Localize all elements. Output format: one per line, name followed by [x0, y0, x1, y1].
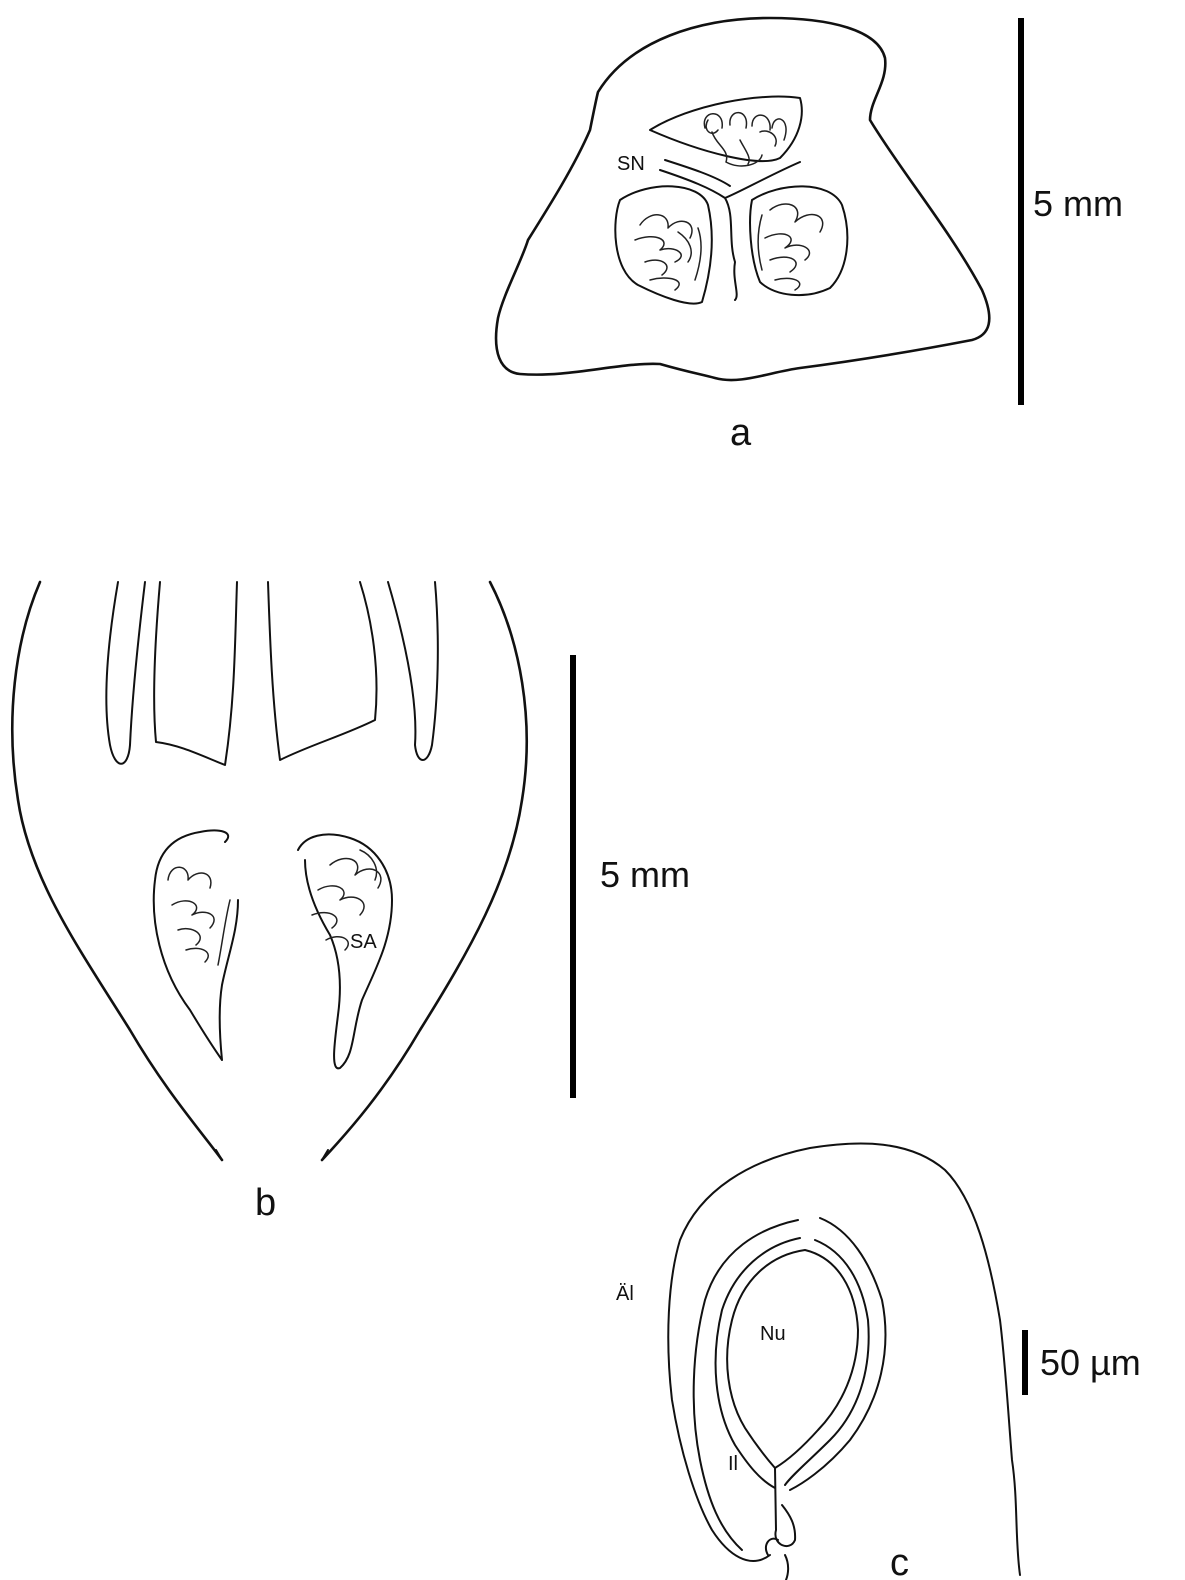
panel-b-outer-left	[12, 582, 222, 1160]
panel-b-outer-right	[322, 582, 527, 1160]
panel-c-funiculus	[766, 1539, 788, 1580]
panel-b-lobe-3	[268, 582, 377, 760]
panel-a-left-ovules	[635, 215, 701, 290]
panel-a-outline	[496, 18, 989, 380]
panel-c-inner-integument-right	[785, 1240, 869, 1485]
panel-a-sn-line	[665, 160, 730, 186]
panel-c: Äl Nu Il 50 µm c	[616, 1143, 1141, 1580]
panel-b-lobe-1	[106, 582, 145, 764]
panel-a-scale-label: 5 mm	[1033, 183, 1123, 224]
panel-c-annotation-il: Il	[728, 1453, 738, 1475]
panel-a-label: a	[730, 412, 752, 454]
panel-a-top-ovules	[704, 113, 786, 166]
panel-a-right-ovules	[758, 204, 822, 290]
panel-c-scale-label: 50 µm	[1040, 1342, 1141, 1383]
panel-b-lobe-2	[154, 582, 237, 765]
panel-c-annotation-nu: Nu	[760, 1323, 786, 1345]
panel-c-inner-integument	[716, 1238, 800, 1488]
panel-b-right-chamber	[298, 834, 392, 1068]
panel-c-label: c	[890, 1542, 909, 1580]
panel-b-scale-label: 5 mm	[600, 854, 690, 895]
panel-a-top-locule	[650, 97, 802, 161]
panel-c-nucellus	[727, 1250, 858, 1468]
panel-c-annotation-al: Äl	[616, 1283, 634, 1305]
panel-b: SA 5 mm b	[12, 582, 690, 1224]
panel-b-label: b	[255, 1182, 276, 1224]
panel-a-annotation-sn: SN	[617, 153, 645, 175]
panel-b-left-ovules	[168, 867, 230, 965]
panel-c-outer-integument-right	[790, 1218, 885, 1490]
panel-a: SN 5 mm a	[496, 18, 1123, 454]
panel-c-chalaza	[775, 1468, 795, 1546]
panel-a-right-locule	[750, 186, 847, 295]
panel-c-outer	[668, 1143, 1020, 1575]
panel-b-lobe-4	[388, 582, 438, 760]
panel-b-annotation-sa: SA	[350, 931, 377, 953]
